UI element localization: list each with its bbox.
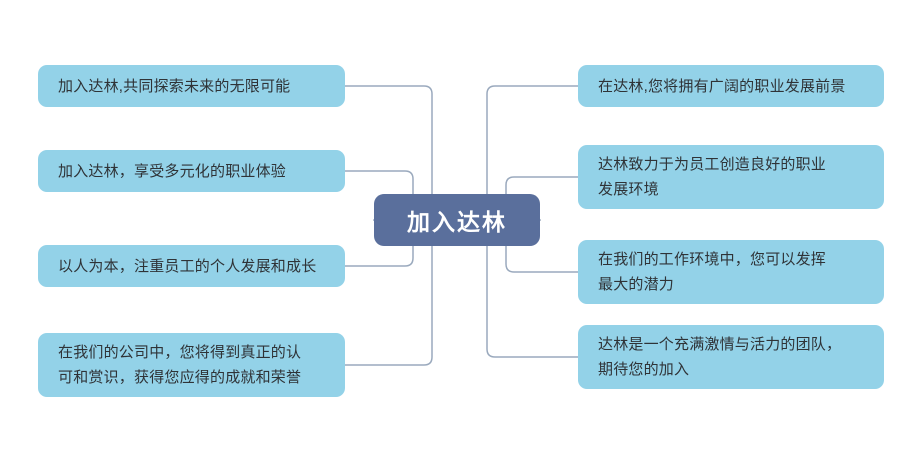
branch-node-left-4[interactable]: 在我们的公司中，您将得到真正的认 可和赏识，获得您应得的成就和荣誉 — [38, 333, 345, 397]
branch-node-left-1[interactable]: 加入达林,共同探索未来的无限可能 — [38, 65, 345, 107]
branch-node-right-3[interactable]: 在我们的工作环境中，您可以发挥 最大的潜力 — [578, 240, 884, 304]
branch-label: 在我们的工作环境中，您可以发挥 最大的潜力 — [598, 251, 827, 293]
branch-label: 加入达林，享受多元化的职业体验 — [58, 162, 287, 180]
branch-label: 达林致力于为员工创造良好的职业 发展环境 — [598, 156, 827, 198]
branch-node-left-2[interactable]: 加入达林，享受多元化的职业体验 — [38, 150, 345, 192]
branch-node-right-4[interactable]: 达林是一个充满激情与活力的团队， 期待您的加入 — [578, 325, 884, 389]
branch-node-right-1[interactable]: 在达林,您将拥有广阔的职业发展前景 — [578, 65, 884, 107]
branch-label: 在达林,您将拥有广阔的职业发展前景 — [598, 77, 846, 95]
branch-label: 以人为本，注重员工的个人发展和成长 — [58, 257, 317, 275]
branch-label: 达林是一个充满激情与活力的团队， 期待您的加入 — [598, 336, 842, 378]
branch-label: 在我们的公司中，您将得到真正的认 可和赏识，获得您应得的成就和荣誉 — [58, 344, 302, 386]
branch-node-right-2[interactable]: 达林致力于为员工创造良好的职业 发展环境 — [578, 145, 884, 209]
branch-node-left-3[interactable]: 以人为本，注重员工的个人发展和成长 — [38, 245, 345, 287]
center-node-label: 加入达林 — [407, 209, 507, 235]
center-node[interactable]: 加入达林 — [374, 194, 540, 246]
branch-label: 加入达林,共同探索未来的无限可能 — [58, 77, 291, 95]
